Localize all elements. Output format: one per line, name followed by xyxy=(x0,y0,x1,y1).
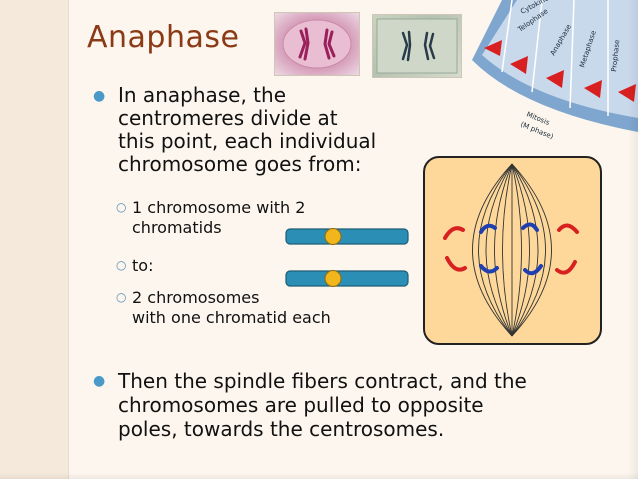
anaphase-cell-diagram xyxy=(423,156,602,345)
sub-bullet-1: 1 chromosome with 2 chromatids xyxy=(132,198,305,238)
slide-title: Anaphase xyxy=(87,20,240,55)
bullet-2-text: Then the spindle fibers contract, and th… xyxy=(118,369,598,441)
anaphase-micrograph-1 xyxy=(274,12,360,76)
bullet-1-line: centromeres divide at xyxy=(118,106,338,130)
sub-bullet-2: to: xyxy=(132,256,153,276)
sub-bullet-circle-icon: ○ xyxy=(116,258,127,272)
bullet-1-line: this point, each individual xyxy=(118,129,377,153)
slide-edge-shadow xyxy=(628,0,638,479)
bullet-dot-icon: ● xyxy=(93,88,106,104)
bullet-dot-icon: ● xyxy=(93,373,106,389)
sub-bullet-3-line: with one chromatid each xyxy=(132,308,331,327)
bullet-2-line: Then the spindle fibers contract, and th… xyxy=(118,369,527,393)
chromosome-separated-icon xyxy=(285,270,409,287)
bullet-1-line: chromosome goes from: xyxy=(118,152,362,176)
anaphase-micrograph-2 xyxy=(372,14,462,78)
left-margin-band xyxy=(0,0,69,479)
sub-bullet-2-line: to: xyxy=(132,256,154,275)
cycle-label-m-phase: (M phase) xyxy=(519,120,555,140)
chromosome-two-chromatids-icon xyxy=(285,228,409,245)
cell-cycle-diagram: Cytokinesis Telophase Anaphase Metaphase… xyxy=(472,0,638,140)
sub-bullet-1-line: 1 chromosome with 2 xyxy=(132,198,306,217)
sub-bullet-3-line: 2 chromosomes xyxy=(132,288,260,307)
bullet-2-line: poles, towards the centrosomes. xyxy=(118,417,445,441)
sub-bullet-1-line: chromatids xyxy=(132,218,222,237)
sub-bullet-circle-icon: ○ xyxy=(116,200,127,214)
sub-bullet-3: 2 chromosomes with one chromatid each xyxy=(132,288,331,328)
cycle-label-prophase: Prophase xyxy=(610,39,621,72)
bullet-1-line: In anaphase, the xyxy=(118,83,287,107)
slide-bottom-shadow xyxy=(0,473,638,479)
bullet-1-text: In anaphase, the centromeres divide at t… xyxy=(118,84,376,176)
bullet-2-line: chromosomes are pulled to opposite xyxy=(118,393,484,417)
sub-bullet-circle-icon: ○ xyxy=(116,290,127,304)
